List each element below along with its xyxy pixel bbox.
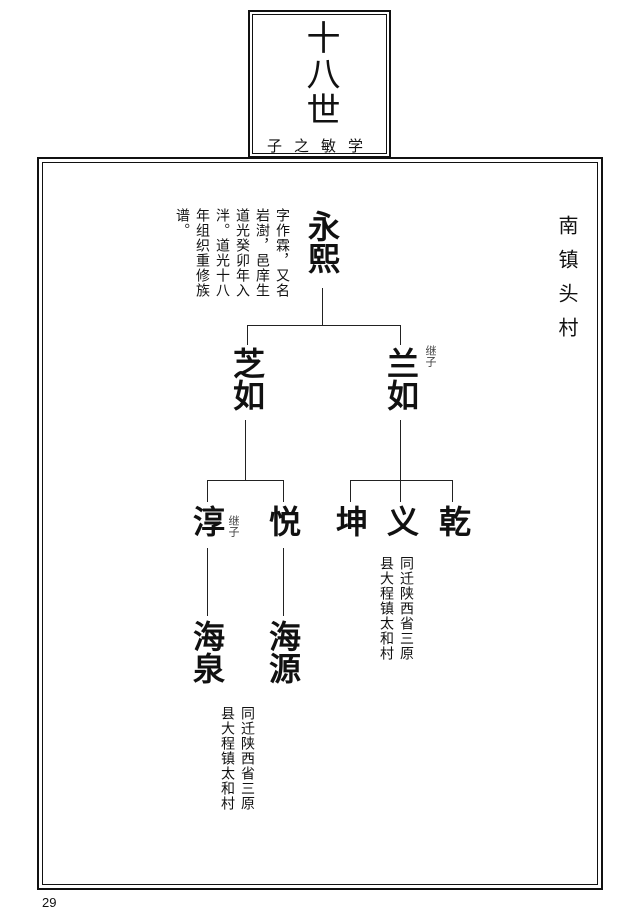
adopted-tag: 继子	[424, 345, 437, 367]
tree-line	[207, 480, 284, 481]
adopted-tag: 继子	[227, 515, 240, 537]
tree-line	[350, 480, 351, 502]
person-qian: 乾	[434, 505, 472, 537]
tree-line	[400, 325, 401, 345]
tree-line	[322, 288, 323, 325]
person-lanru: 兰如	[382, 347, 420, 411]
note-line: 同迁陕西省三原	[239, 706, 255, 811]
tree-line	[283, 480, 284, 502]
village-name: 南镇头村	[555, 215, 579, 351]
person-yongxi: 永熙	[303, 210, 341, 274]
tree-line	[247, 325, 401, 326]
note-line: 年组织重修族	[194, 208, 210, 298]
tree-line	[247, 325, 248, 345]
person-yue: 悦	[264, 505, 302, 537]
note-line: 县大程镇太和村	[219, 706, 235, 811]
note-line: 道光癸卯年入	[234, 208, 250, 298]
note-line: 县大程镇太和村	[378, 556, 394, 661]
note-haiyuan: 同迁陕西省三原 县大程镇太和村	[217, 706, 257, 811]
note-line: 岩澍，邑庠生	[254, 208, 270, 298]
note-line: 谱。	[174, 208, 190, 238]
person-kun: 坤	[331, 505, 369, 537]
note-yi: 同迁陕西省三原 县大程镇太和村	[376, 556, 416, 661]
tree-line	[350, 480, 453, 481]
note-line: 泮。道光十八	[214, 208, 230, 298]
person-haiquan: 海泉	[188, 620, 226, 684]
page-number: 29	[42, 895, 57, 910]
tree-line	[245, 420, 246, 480]
note-line: 同迁陕西省三原	[398, 556, 414, 661]
person-yi: 义	[382, 505, 420, 537]
tree-line	[207, 480, 208, 502]
tree-line	[400, 420, 401, 502]
main-frame	[37, 157, 603, 890]
tree-line	[207, 548, 208, 616]
note-yongxi: 字作霖，又名 岩澍，邑庠生 道光癸卯年入 泮。道光十八 年组织重修族 谱。	[172, 208, 292, 318]
person-chun: 淳	[188, 505, 226, 537]
person-haiyuan: 海源	[264, 620, 302, 684]
tree-line	[283, 548, 284, 616]
person-zhiru: 芝如	[228, 347, 266, 411]
generation-subtitle: 子之敏学	[267, 137, 376, 155]
generation-title: 十八世	[300, 20, 340, 128]
tree-line	[452, 480, 453, 502]
note-line: 字作霖，又名	[274, 208, 290, 298]
generation-header-box: 十八世 子之敏学	[248, 10, 391, 158]
